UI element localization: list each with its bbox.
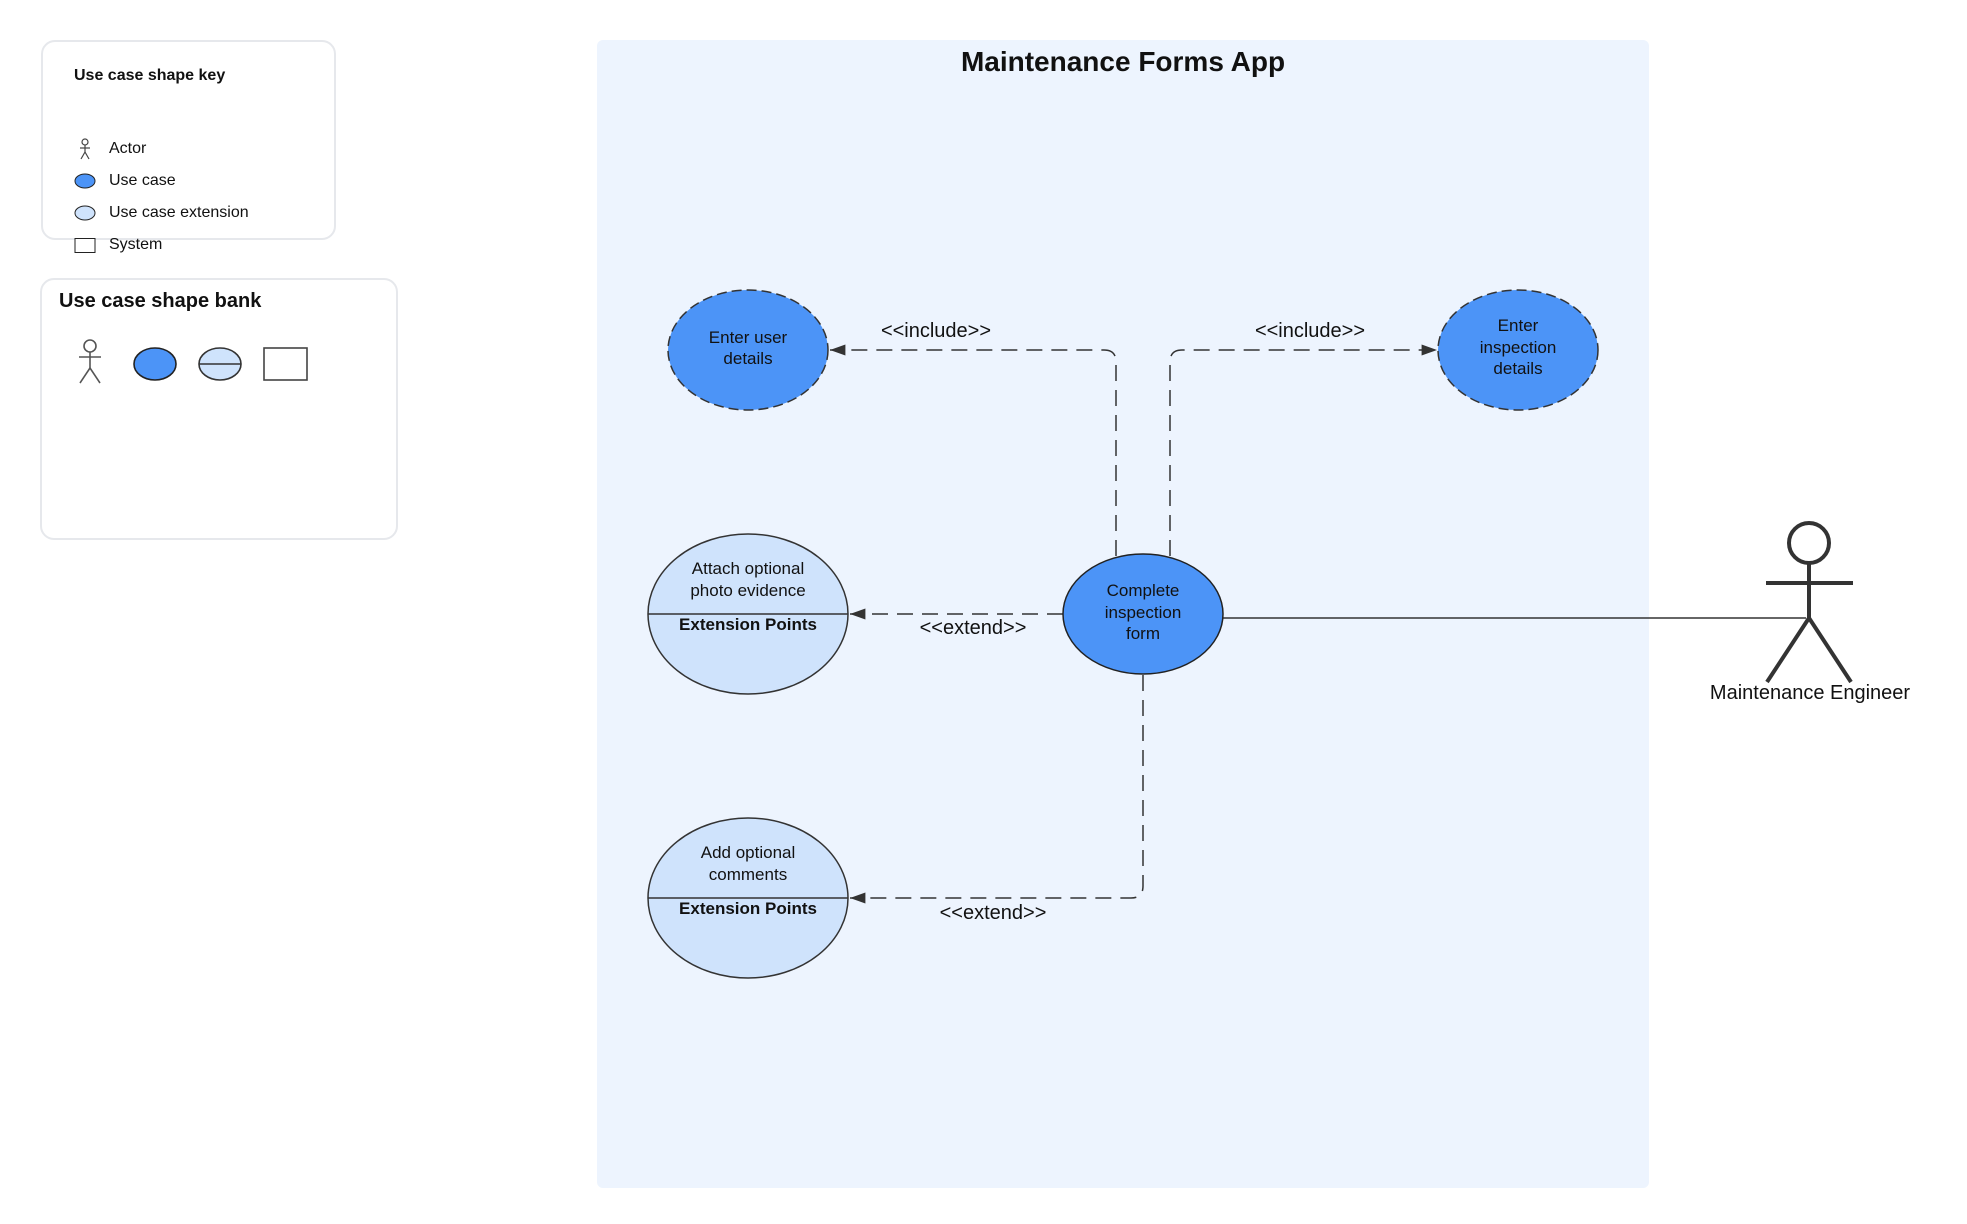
system-title: Maintenance Forms App — [961, 46, 1285, 77]
use-case-label-line: form — [1126, 624, 1160, 643]
use-case-label-line: details — [723, 349, 772, 368]
shape-bank-title: Use case shape bank — [59, 290, 262, 312]
use-case-enter-inspection-details[interactable]: Enter inspection details — [1437, 289, 1599, 411]
use-case-label-line: inspection — [1480, 338, 1557, 357]
shape-key-title: Use case shape key — [74, 67, 226, 84]
use-case-extension-add-comments[interactable]: Add optional comments Extension Points — [647, 817, 849, 979]
use-case-extension-attach-photo[interactable]: Attach optional photo evidence Extension… — [647, 533, 849, 695]
use-case-enter-user-details[interactable]: Enter user details — [667, 289, 829, 411]
system-icon — [73, 234, 97, 256]
extension-points-label: Extension Points — [679, 899, 817, 918]
actor-maintenance-engineer[interactable]: Maintenance Engineer — [1710, 521, 1910, 704]
key-row-use-case-extension: Use case extension — [73, 202, 249, 224]
key-row-system: System — [73, 234, 162, 256]
use-case-label-line: photo evidence — [690, 581, 805, 600]
system-icon[interactable] — [263, 347, 308, 381]
shape-key-panel: Use case shape key Actor Use case U — [41, 40, 336, 253]
actor-icon — [73, 138, 97, 160]
include-label-left: <<include>> — [881, 320, 991, 342]
extend-connector-comments[interactable] — [850, 675, 1144, 904]
key-row-use-case: Use case — [73, 170, 176, 192]
include-label-right: <<include>> — [1255, 320, 1365, 342]
use-case-label-line: inspection — [1105, 603, 1182, 622]
actor-icon[interactable] — [79, 339, 101, 384]
use-case-label-line: Attach optional — [692, 559, 804, 578]
key-label-system: System — [109, 236, 163, 253]
use-case-extension-icon — [73, 202, 97, 224]
use-case-label-line: Enter — [1498, 316, 1539, 335]
use-case-label-line: details — [1493, 359, 1542, 378]
extend-label-photo: <<extend>> — [920, 617, 1027, 639]
use-case-label-line: Complete — [1107, 581, 1180, 600]
key-label-use-case-extension: Use case extension — [109, 204, 249, 221]
include-connector-inspection-details[interactable] — [1169, 344, 1437, 556]
include-connector-user-details[interactable] — [830, 344, 1117, 556]
use-case-label-line: Add optional — [701, 843, 796, 862]
use-case-label-line: Enter user — [709, 328, 788, 347]
shape-bank-panel: Use case shape bank — [40, 278, 398, 540]
extend-label-comments: <<extend>> — [940, 902, 1047, 924]
actor-icon — [1765, 521, 1853, 684]
use-case-complete-inspection-form[interactable]: Complete inspection form — [1062, 553, 1224, 675]
actor-name: Maintenance Engineer — [1710, 682, 1910, 704]
use-case-label-line: comments — [709, 865, 787, 884]
key-label-actor: Actor — [109, 140, 147, 157]
use-case-extension-icon[interactable] — [198, 347, 242, 381]
extension-points-label: Extension Points — [679, 615, 817, 634]
use-case-icon — [73, 170, 97, 192]
key-label-use-case: Use case — [109, 172, 176, 189]
shape-bank-shapes — [79, 339, 308, 384]
use-case-icon[interactable] — [133, 347, 177, 381]
key-row-actor: Actor — [73, 138, 146, 160]
